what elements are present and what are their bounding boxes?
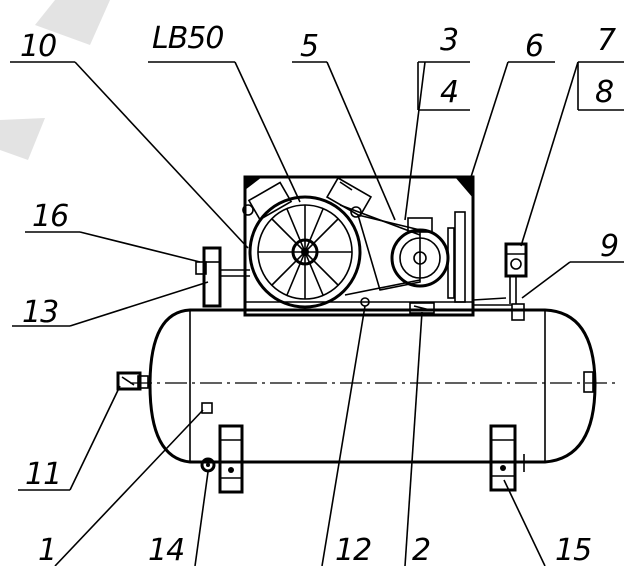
callout-4: 4 [440, 75, 458, 110]
callout-6: 6 [525, 29, 543, 64]
callout-13: 13 [22, 295, 58, 330]
pressure-tube [454, 211, 466, 303]
support-foot-left [218, 424, 244, 494]
callout-1: 1 [38, 533, 56, 566]
callout-8: 8 [595, 75, 613, 110]
callout-14: 14 [148, 533, 184, 566]
callout-11: 11 [25, 457, 61, 492]
callout-7: 7 [597, 23, 616, 58]
drain-valve [200, 457, 216, 473]
watermark-shape-mid [0, 118, 45, 160]
check-valve-9 [472, 297, 525, 321]
callout-5: 5 [300, 29, 318, 64]
callout-12: 12 [335, 533, 371, 566]
compressor-unit [242, 175, 475, 317]
callout-16: 16 [32, 199, 68, 234]
callout-9: 9 [600, 229, 618, 264]
callout-2: 2 [412, 533, 430, 566]
motor-bracket [356, 213, 421, 291]
tank-end-fitting [583, 371, 594, 393]
support-foot-right [489, 424, 532, 492]
leader-lines [10, 61, 624, 566]
pressure-switch-7 [504, 242, 528, 304]
inspection-port [201, 402, 213, 414]
cylinder-heads [242, 176, 373, 221]
pipe-13 [220, 269, 250, 277]
receiver-tank [130, 308, 615, 464]
callout-lb50: LB50 [152, 21, 223, 56]
air-filter-16 [195, 246, 222, 308]
callout-15: 15 [555, 533, 591, 566]
flywheel [248, 195, 362, 309]
callout-10: 10 [20, 29, 56, 64]
callout-3: 3 [440, 23, 458, 58]
outlet-valve [116, 371, 149, 391]
watermark-shape-top [35, 0, 110, 45]
